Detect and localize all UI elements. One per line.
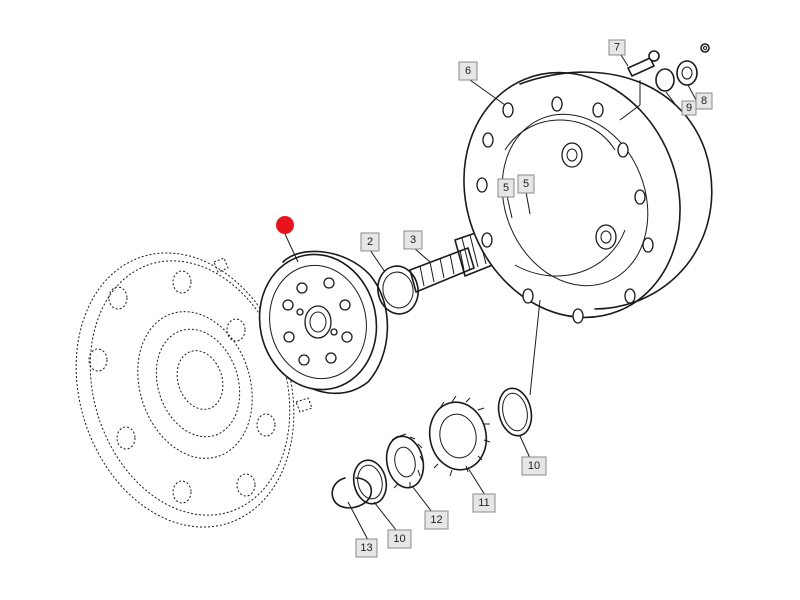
callout-9: 9 <box>681 100 697 116</box>
callout-3: 3 <box>403 230 423 250</box>
callout-7: 7 <box>608 39 626 56</box>
highlight-marker-dot <box>276 216 294 234</box>
planet-carrier <box>258 250 389 395</box>
callout-12-label: 12 <box>430 514 442 526</box>
snap-ring-13 <box>331 477 373 509</box>
callout-7-label: 7 <box>614 42 620 54</box>
callout-10-lower: 10 <box>387 529 412 549</box>
drain-plug-parts <box>627 43 710 92</box>
callout-6-label: 6 <box>465 65 471 77</box>
callout-10-upper: 10 <box>521 456 547 476</box>
callout-11-label: 11 <box>478 497 489 509</box>
callout-9-label: 9 <box>686 102 692 114</box>
callout-2: 2 <box>360 232 380 252</box>
callout-8-label: 8 <box>701 95 707 107</box>
callout-5-right-label: 5 <box>523 178 529 190</box>
callout-13: 13 <box>355 538 378 558</box>
snap-ring-2 <box>377 265 419 315</box>
callout-5-left: 5 <box>497 178 515 198</box>
callout-5-right: 5 <box>517 174 535 194</box>
callout-2-label: 2 <box>367 236 373 248</box>
callout-11: 11 <box>472 493 496 513</box>
planet-gear-12 <box>385 433 425 489</box>
snap-ring-10-upper <box>497 387 533 437</box>
planet-gear-11 <box>428 395 491 477</box>
callout-8: 8 <box>695 92 713 110</box>
ring-gear-housing <box>463 71 713 324</box>
callout-10-upper-label: 10 <box>528 460 540 472</box>
callout-12: 12 <box>424 510 449 530</box>
callout-5-left-label: 5 <box>503 182 509 194</box>
leader-lines <box>284 51 697 541</box>
callout-13-label: 13 <box>360 542 372 554</box>
callout-3-label: 3 <box>410 234 416 246</box>
callout-6: 6 <box>458 61 478 81</box>
snap-ring-10-lower <box>352 459 388 505</box>
callout-10-lower-label: 10 <box>393 533 405 545</box>
